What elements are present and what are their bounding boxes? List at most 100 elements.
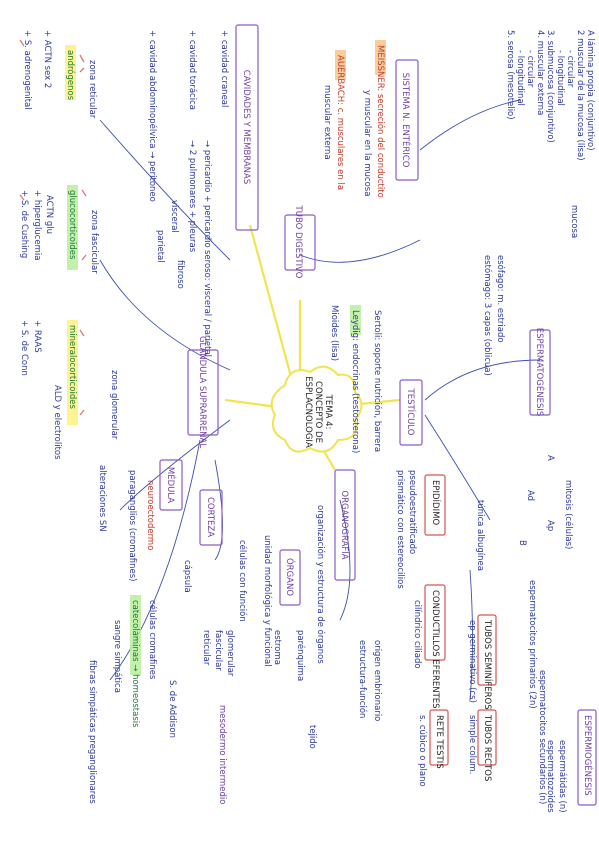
capa-item: - longitudinal (515, 50, 525, 106)
hiperglucemia-text: + hiperglucemia (32, 190, 42, 260)
alteraciones-text: alteraciones SN (97, 465, 107, 532)
glucocorticoides-text: glucocorticoides (67, 190, 77, 260)
androgenos-text: andrógenos (65, 50, 76, 101)
esofago-text: esófago: m. estriado (495, 255, 506, 343)
mucosa-label: mucosa (569, 205, 579, 238)
zona-fasciculada-label: zona fascicular (89, 210, 99, 274)
digestivo-label: TUBO DIGESTIVO (293, 205, 303, 279)
s-adreno-text: + S. adrenogenital (22, 30, 32, 110)
espermatogenesis-label: ESPERMATOGÉNESIS (534, 328, 546, 417)
tejido-text: tejido (307, 725, 317, 749)
b-text: B (517, 540, 527, 546)
espermatozoides-text: espermatozoides (545, 740, 555, 813)
celulas-text: células cromafines (147, 600, 158, 680)
paraganglios-text: paraganglios (cromafines) (127, 470, 137, 581)
pseudo-text: pseudoestratificado (407, 470, 417, 554)
cushing-text: + S. de Cushing (19, 190, 29, 258)
espermatidas-text: espermátidas (n) (557, 740, 567, 813)
capa-item: 3. submucosa (conjuntivo) (545, 30, 555, 143)
auerbach-text-2: muscular externa (322, 85, 332, 160)
cavidades-item: visceral (169, 200, 179, 233)
espermiogenesis-label: ESPERMIOGÉNESIS (582, 715, 594, 796)
actn2-text: ACTN glu (44, 195, 54, 234)
tubos-text: ep germinativo (cs) (467, 620, 477, 703)
center-title-line3: ESPLACNOLOGIA (303, 376, 313, 448)
capa-item: 2 muscular de la mucosa (lisa) (575, 30, 585, 161)
albuginea-text: túnica albugínea (475, 500, 485, 571)
meissner-text: MEISSNER: secreción del conductito (375, 45, 386, 198)
actn-text: + ACTN sex 2 (42, 30, 52, 88)
decorative-ticks (19, 39, 87, 416)
glomerular-text: glomerular (225, 630, 235, 677)
rete-text: s. cúbico o plano (417, 715, 427, 787)
cavidades-label: CAVIDADES Y MEMBRANAS (241, 70, 251, 184)
ap-text: Ap (545, 520, 555, 531)
organo-def: unidad morfológica y funcional (262, 535, 273, 667)
mineralocorticoides-text: mineralocorticoides (67, 325, 77, 409)
zona-glomerular-label: zona glomerular (109, 370, 119, 440)
aldo-text: ALD y electrolitos (52, 385, 62, 460)
epididimo-label: EPIDÍDIMO (430, 480, 442, 525)
testiculo-section: TESTÍCULO ESPERMATOGÉNESIS túnica albugí… (329, 305, 597, 813)
capa-item: 4. muscular externa (535, 30, 545, 115)
estroma-text: estroma (272, 630, 282, 665)
esp-sec-text: espermatocitos secundarios (n) (537, 670, 547, 804)
center-title-line1: TEMA 4: (323, 394, 333, 430)
mitosis-text: mitosis (células) (563, 480, 574, 549)
zona-reticular-label: zona reticular (87, 60, 97, 119)
center-node: TEMA 4: CONCEPTO DE ESPLACNOLOGIA (270, 365, 363, 453)
mioides-text: Mioides (lisa) (329, 305, 339, 361)
connector-lines (99, 99, 541, 701)
leydig-text: Leydig: endocrinas (testosterona) (350, 310, 360, 453)
capa-item: - longitudinal (555, 50, 565, 106)
neuroectodermo-text: neuroectodermo (145, 480, 155, 550)
estomago-text: estómago: 3 capas (oblicua) (482, 255, 493, 376)
corteza-label: CORTEZA (205, 497, 215, 537)
cavidades-item: → pericardio + pericardio (202, 140, 212, 248)
cavidades-item: + cavidad abdominopélvica → peritoneo (147, 30, 158, 202)
sangre-text: sangre simpática (112, 620, 122, 693)
cavidades-section: CAVIDADES Y MEMBRANAS + cavidad craneal … (147, 24, 259, 357)
center-title-line2: CONCEPTO DE (313, 381, 323, 443)
capa-item: - circular (565, 50, 575, 88)
pseudo-text-2: prismático con estereocilios (395, 470, 405, 589)
cavidades-item: parietal (155, 230, 165, 263)
testiculo-label: TESTÍCULO (405, 388, 417, 436)
capa-item: - circular (525, 50, 535, 88)
capa-item: A lámina propia (conjuntivo) (585, 30, 595, 151)
meissner-text-2: y muscular en la mucosa (362, 90, 372, 196)
addison-text: S. de Addison (167, 680, 177, 738)
cavidades-item: + cavidad craneal (219, 30, 229, 107)
tubos-seminiferos-label: TUBOS SEMINÍFEROS (482, 619, 494, 710)
simple-text: simple colum. (467, 715, 477, 774)
cavidades-item: fibroso (175, 260, 185, 289)
organografia-label: ORGANOGRAFÍA (339, 490, 351, 559)
conn-text: + S. de Conn (19, 320, 29, 376)
celulas-def: células con función (237, 540, 248, 622)
cavidades-item: seroso: visceral / parietal (202, 250, 212, 357)
organografia-definition: organización y estructura de órganos (315, 505, 326, 664)
medula-label: MÉDULA (165, 467, 177, 503)
reticular-text: reticular (201, 630, 211, 666)
center-cloud (270, 365, 363, 453)
capas-list: A lámina propia (conjuntivo) 2 muscular … (505, 30, 595, 161)
cavidades-item: + cavidad torácica (187, 30, 197, 110)
tubos-rectos-label: TUBOS RECTOS (482, 714, 492, 781)
sistema-enterico-label: SISTEMA N. ENTÉRICO (400, 73, 412, 168)
origen-text: origen embrionario (372, 640, 382, 721)
sertoli-text: Sertoli: soporte nutrición, barrera (372, 310, 383, 452)
fibras-text: fibras simpáticas preganglionares (87, 660, 97, 804)
parenquima-text: parénquima (295, 630, 306, 681)
raas-text: + RAAS (32, 320, 42, 353)
fascicular-text: fascicular (213, 630, 223, 671)
rete-testis-label: RETE TESTIS (434, 715, 444, 769)
cavidades-item: → 2 pulmonares + pleuras (187, 140, 197, 253)
organo-label: ÓRGANO (284, 558, 296, 596)
organografia-section: ORGANOGRAFÍA organización y estructura d… (237, 469, 382, 749)
a-text: A (545, 455, 555, 461)
catecolaminas-text: catecolaminas → homeostasis (130, 600, 140, 728)
glandula-label: GLÁNDULA SUPRARRENAL (197, 336, 209, 448)
glandula-section: GLÁNDULA SUPRARRENAL zona reticular andr… (19, 30, 235, 804)
auerbach-text: AUERBACH: c. musculares en la (335, 55, 345, 190)
